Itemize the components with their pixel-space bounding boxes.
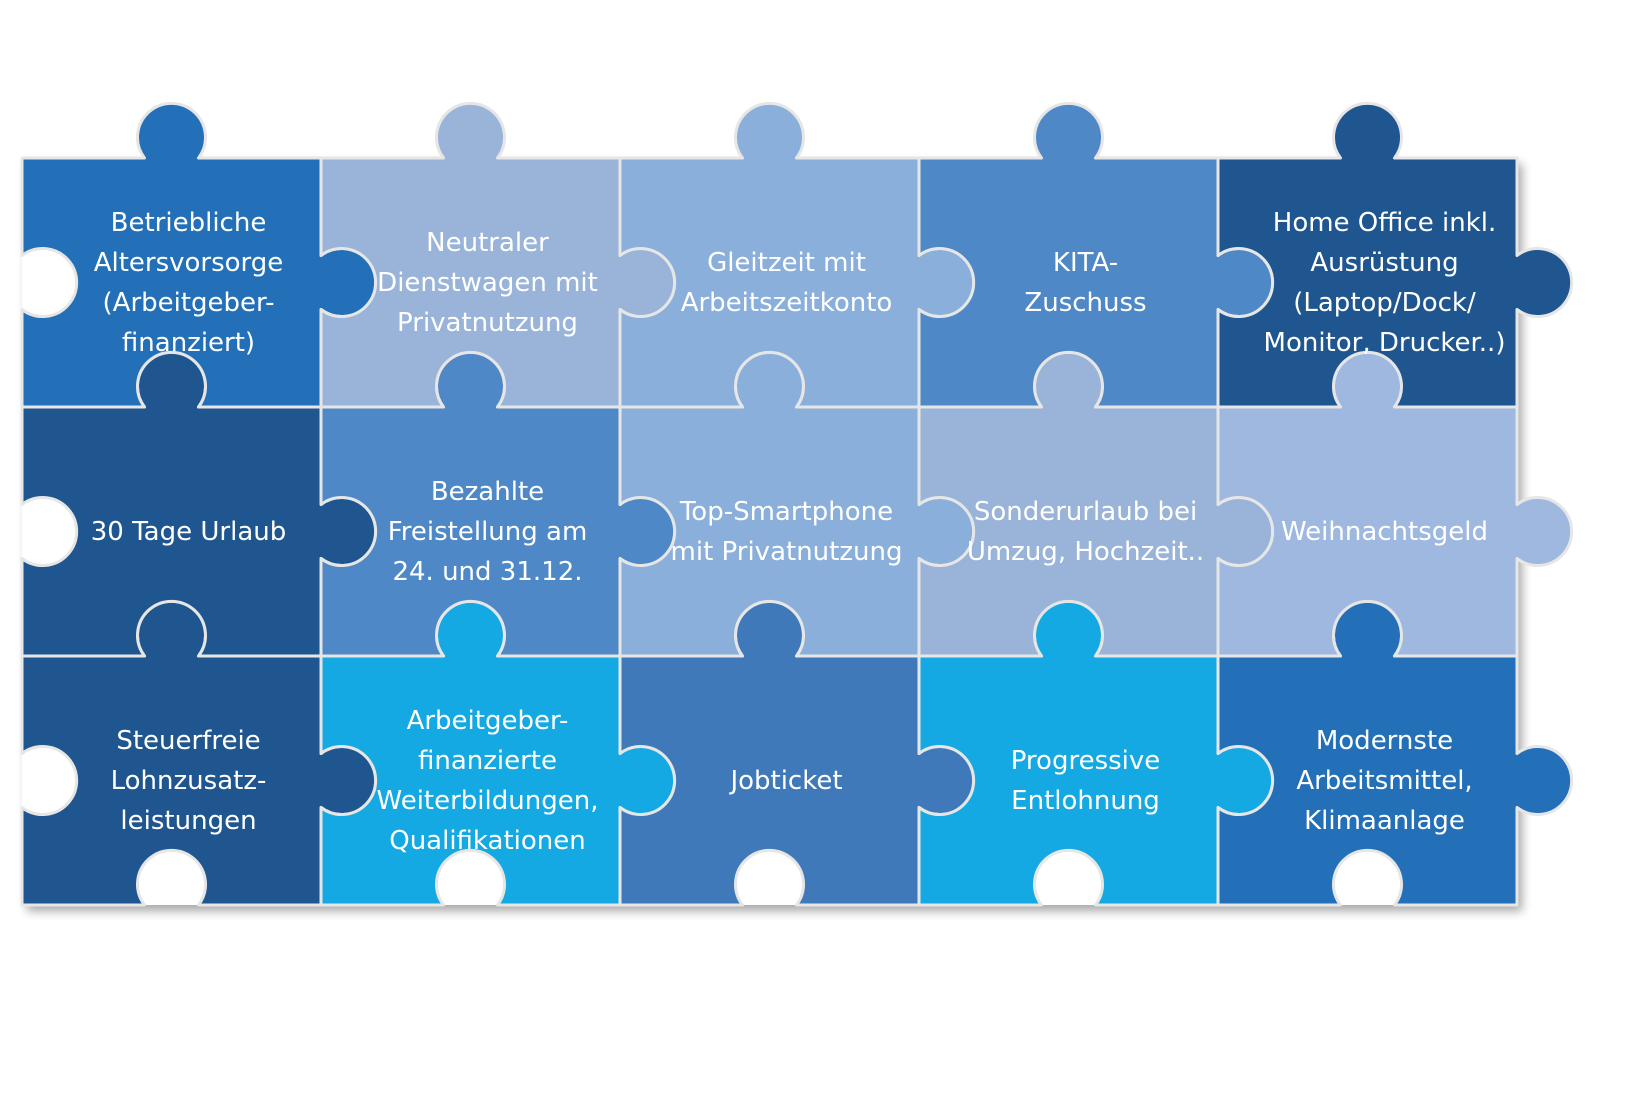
puzzle-piece [1216,101,1574,409]
